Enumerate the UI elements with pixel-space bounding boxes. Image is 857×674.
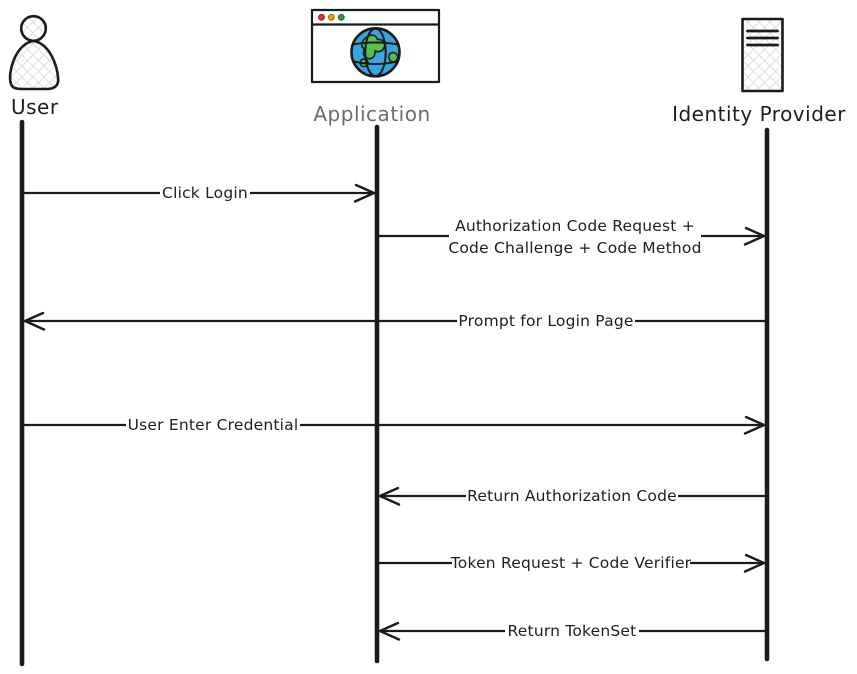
globe-icon <box>350 26 401 78</box>
browser-dot-red-icon <box>318 13 325 21</box>
message-label-line2: Code Challenge + Code Method <box>448 239 701 257</box>
arrowhead-right-icon <box>353 183 376 203</box>
message-return-authorization-code: Return Authorization Code <box>378 486 768 506</box>
message-label: Token Request + Code Verifier <box>450 554 692 572</box>
arrowhead-left-icon <box>378 486 401 506</box>
message-label-bg <box>457 311 635 331</box>
message-user-enter-credential: User Enter Credential <box>21 415 766 435</box>
message-label-bg <box>126 415 300 435</box>
globe-parallel-lower <box>353 60 399 65</box>
message-label: Return TokenSet <box>508 622 637 640</box>
actor-user: User <box>8 14 60 667</box>
message-label-line1: Authorization Code Request + <box>455 217 695 235</box>
message-authorization-code-request: Authorization Code Request + Code Challe… <box>376 213 766 259</box>
globe-continent-right <box>388 51 399 63</box>
arrowhead-right-icon <box>743 553 766 573</box>
message-label-bg <box>449 213 701 259</box>
message-label: User Enter Credential <box>128 416 299 434</box>
message-return-tokenset: Return TokenSet <box>378 621 768 641</box>
message-token-request-code-verifier: Token Request + Code Verifier <box>376 553 766 573</box>
browser-dot-yellow-icon <box>328 13 335 21</box>
actor-label-identity-provider: Identity Provider <box>672 102 846 126</box>
message-label: Prompt for Login Page <box>458 312 633 330</box>
actor-application: Application <box>310 8 441 664</box>
message-label: Return Authorization Code <box>467 487 677 505</box>
actor-label-user: User <box>11 95 59 119</box>
actor-label-application: Application <box>313 102 430 126</box>
person-body <box>8 39 60 91</box>
message-label: Click Login <box>162 184 248 202</box>
person-head <box>19 14 48 43</box>
message-click-login: Click Login <box>21 183 376 203</box>
message-prompt-for-login-page: Prompt for Login Page <box>23 311 768 331</box>
arrowhead-right-icon <box>743 226 766 246</box>
message-label-bg <box>160 183 250 203</box>
message-label-bg <box>466 486 678 506</box>
globe-parallel-upper <box>351 41 400 46</box>
arrowhead-left-icon <box>23 311 46 331</box>
browser-icon <box>310 8 441 84</box>
browser-dot-green-icon <box>337 13 345 21</box>
actor-identity-provider: Identity Provider <box>672 17 846 662</box>
person-icon <box>8 14 60 91</box>
server-icon <box>741 17 784 93</box>
message-label-bg <box>505 621 639 641</box>
arrowhead-left-icon <box>378 621 401 641</box>
arrowhead-right-icon <box>743 415 766 435</box>
globe-meridian <box>364 27 387 77</box>
message-label-bg <box>452 553 690 573</box>
